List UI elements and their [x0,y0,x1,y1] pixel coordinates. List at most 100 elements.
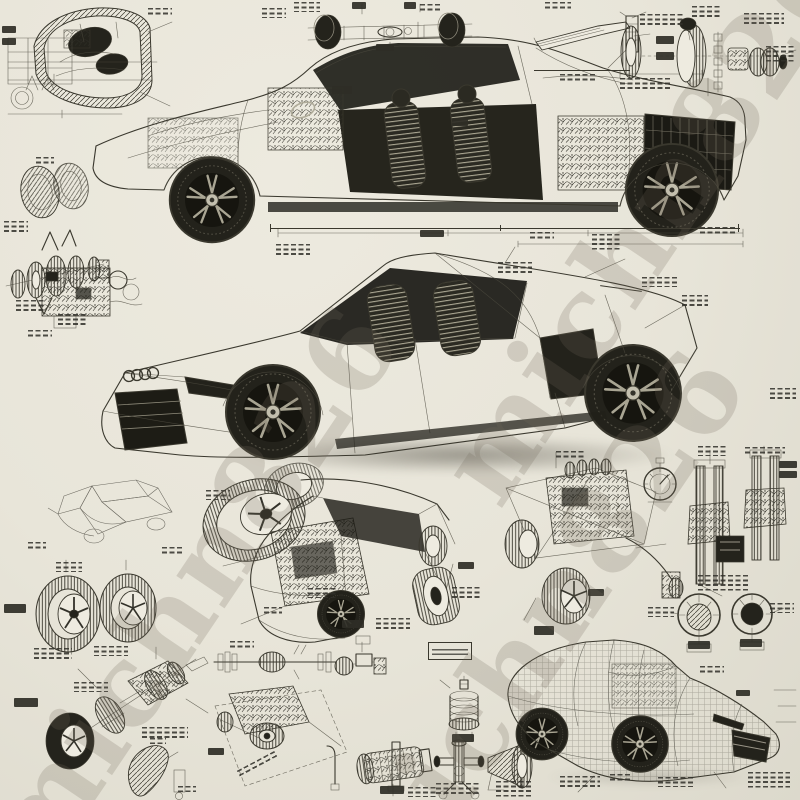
annotation-label [376,618,410,630]
front-wheel [168,156,256,244]
annotation-label [545,2,571,10]
annotation-label [588,589,604,596]
figure-spec-ladder-grid [2,34,162,164]
audi-rings-badge [122,366,160,383]
dimension-line [534,70,630,71]
dimension-tick [738,224,740,232]
figure-tire-pair-rims [22,556,158,664]
annotation-label [28,330,52,338]
figure-tire-pair-ovals [14,156,89,224]
annotation-label [230,641,254,648]
annotation-label [142,727,188,741]
figure-leaning-tires [405,524,467,630]
annotation-label [736,690,750,696]
annotation-label [376,44,394,51]
annotation-label [150,738,166,744]
annotation-label [14,698,38,707]
annotation-label [530,232,554,240]
annotation-label [745,447,785,455]
figure-rolling-chassis [476,448,684,638]
annotation-label [748,772,790,788]
figure-driveshaft [208,640,342,682]
figure-strut-columns [686,444,798,598]
annotation-label [770,388,796,402]
annotation-label [744,13,784,25]
annotation-label [264,607,282,615]
figure-chassis-top-view [300,2,480,62]
figure-clutch-disc-exploded [612,4,800,104]
annotation-label [658,777,694,787]
annotation-label [74,682,108,692]
annotation-label [332,86,352,94]
annotation-label [408,787,438,797]
annotation-label [700,666,724,674]
annotation-label [58,314,88,326]
annotation-label [2,26,16,33]
annotation-label [342,620,364,628]
annotation-label [94,646,128,656]
annotation-label [560,74,596,82]
annotation-label [688,641,710,649]
dimension-tick [270,224,272,232]
annotation-label [766,46,794,62]
annotation-label [2,38,16,45]
annotation-label [34,648,72,660]
annotation-label [452,587,482,599]
annotation-label [404,2,416,9]
annotation-label [682,295,708,307]
annotation-label [592,234,622,252]
annotation-label [276,244,310,258]
annotation-label [698,446,728,456]
figure-monocoque-tub-cutaway [20,2,173,120]
annotation-label [4,604,26,613]
annotation-label [16,300,46,314]
figure-small-rear-car-sketch [40,468,190,558]
annotation-label [656,52,674,60]
annotation-label [700,227,736,235]
annotation-label [294,2,320,12]
annotation-label [692,6,722,20]
figure-engine-gearbox-block [34,258,154,333]
figure-wireframe-car [494,626,798,798]
annotation-label [4,221,28,233]
annotation-label [534,626,554,635]
figure-center-main-car [85,243,710,478]
front-wheel [224,363,322,461]
dimension-tick [500,225,502,231]
figure-angled-gearbox [36,643,214,777]
annotation-label [610,774,632,782]
rear-wheel [515,707,569,761]
annotation-label [28,542,46,549]
annotation-label [380,786,404,794]
annotation-label [208,748,224,755]
figure-support-post [386,740,406,792]
dimension-line [270,228,740,229]
annotation-label [36,157,54,165]
annotation-label [452,734,474,742]
annotation-label [458,562,474,569]
annotation-label [420,4,442,12]
annotation-label [452,118,468,126]
annotation-label [308,588,338,598]
annotation-label [178,786,196,792]
annotation-label [436,783,480,797]
rear-wheel [624,142,720,238]
annotation-label [779,461,797,468]
annotation-label [262,8,286,18]
annotation-label [352,2,366,9]
annotation-label [740,639,762,647]
annotation-label [162,547,184,554]
annotation-label [620,78,672,90]
figure-dial-gauge [638,456,684,510]
annotation-label [656,36,674,44]
annotation-label [56,562,82,572]
annotation-label [420,230,444,237]
annotation-label [560,776,600,790]
annotation-label [496,781,532,797]
annotation-label [648,607,674,617]
annotation-label [770,603,794,613]
figure-small-linkage [332,635,392,686]
figure-ground-frame-drivetrain [201,685,353,798]
figure-transmission-unit [353,736,441,800]
